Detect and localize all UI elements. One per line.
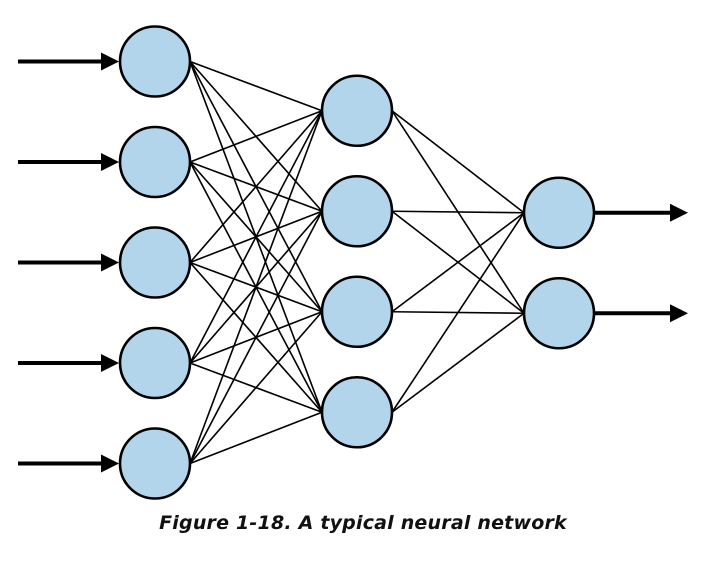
edge-input5-hidden1 bbox=[189, 110, 323, 464]
input-arrow-1 bbox=[18, 52, 119, 71]
input-node-3 bbox=[118, 226, 192, 299]
output-arrow-2 bbox=[594, 304, 688, 323]
output-arrow-2-head bbox=[670, 304, 688, 323]
input-node-2 bbox=[118, 125, 192, 199]
edge-input3-hidden1 bbox=[189, 110, 323, 264]
input-arrow-4 bbox=[18, 354, 119, 372]
hidden-node-3 bbox=[320, 275, 394, 349]
edge-input5-hidden3 bbox=[189, 311, 323, 465]
output-node-1 bbox=[522, 176, 596, 250]
edge-hidden3-output1 bbox=[391, 212, 525, 313]
input-arrow-5-head bbox=[101, 454, 119, 473]
input-arrow-3-head bbox=[101, 253, 119, 272]
input-arrow-3 bbox=[18, 253, 119, 272]
hidden-node-4 bbox=[320, 375, 394, 449]
edge-input4-hidden1 bbox=[189, 110, 323, 364]
hidden-node-2 bbox=[320, 174, 394, 248]
input-arrow-1-head bbox=[101, 52, 119, 71]
input-node-1 bbox=[118, 25, 192, 98]
input-arrow-2 bbox=[18, 153, 119, 171]
io-arrows bbox=[18, 52, 688, 473]
edge-input1-hidden1 bbox=[189, 60, 323, 112]
input-node-4 bbox=[118, 326, 192, 400]
connections bbox=[189, 60, 525, 465]
output-arrow-1 bbox=[594, 203, 688, 222]
edge-hidden1-output1 bbox=[391, 110, 525, 214]
hidden-node-1 bbox=[320, 74, 394, 148]
output-node-2 bbox=[522, 276, 596, 350]
edge-hidden2-output1 bbox=[391, 210, 525, 214]
input-arrow-5 bbox=[18, 454, 119, 473]
output-arrow-1-head bbox=[670, 203, 688, 222]
edge-input5-hidden2 bbox=[189, 210, 323, 464]
figure-caption: Figure 1-18. A typical neural network bbox=[159, 512, 567, 534]
edge-input5-hidden4 bbox=[189, 411, 323, 465]
input-arrow-4-head bbox=[101, 354, 119, 372]
input-arrow-2-head bbox=[101, 153, 119, 171]
edge-input2-hidden1 bbox=[189, 110, 323, 163]
edge-hidden4-output2 bbox=[391, 312, 525, 413]
edge-hidden4-output1 bbox=[391, 212, 525, 413]
neurons bbox=[118, 25, 596, 500]
input-node-5 bbox=[118, 427, 192, 500]
